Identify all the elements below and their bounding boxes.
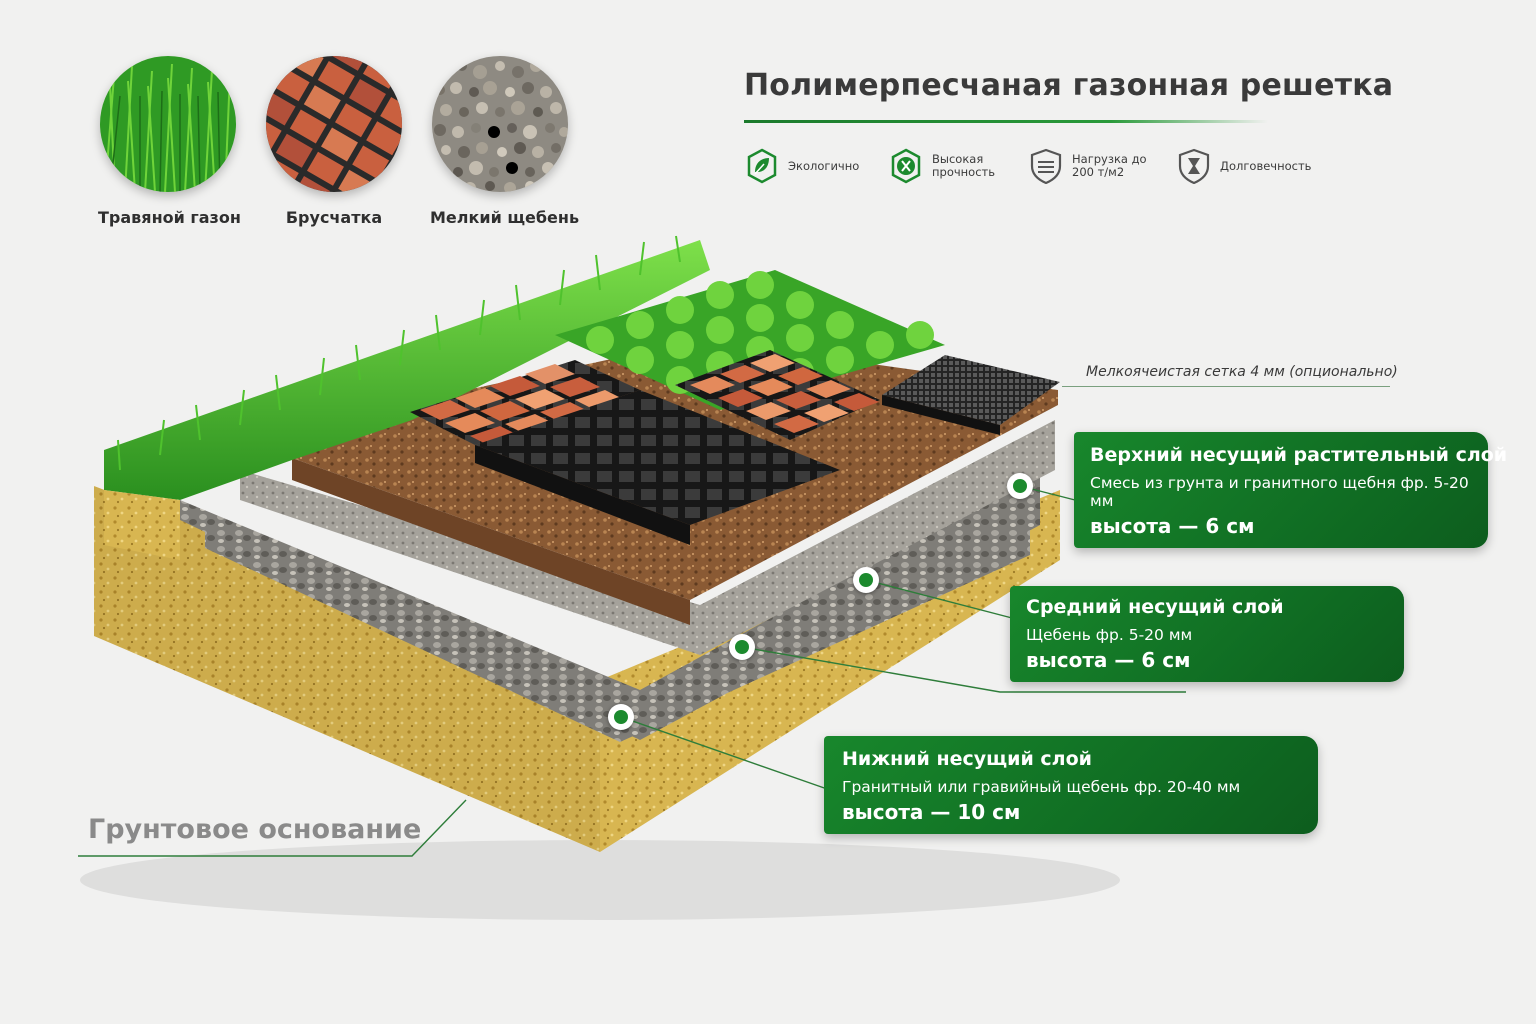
page-title: Полимерпесчаная газонная решетка	[744, 68, 1394, 103]
material-grass: Травяной газон	[98, 56, 241, 227]
feature-label: Долговечность	[1220, 158, 1312, 173]
material-label: Мелкий щебень	[430, 208, 580, 227]
layer-marker-top	[1007, 473, 1033, 499]
paving-bricks-left	[420, 364, 625, 446]
mesh-note: Мелкоячеистая сетка 4 мм (опционально)	[1086, 364, 1398, 380]
callout-connectors	[78, 485, 1186, 857]
leaf-icon	[747, 148, 777, 184]
feature-label: Нагрузка до 200 т/м2	[1072, 152, 1147, 179]
paving-texture-image	[266, 56, 402, 192]
paving-bricks-right	[690, 354, 879, 433]
feature-eco: Экологично	[744, 148, 866, 184]
layer-marker-middle-2	[729, 634, 755, 660]
durability-icon	[1178, 148, 1210, 184]
polymer-grid-cells	[475, 390, 840, 525]
feature-durability: Долговечность	[1176, 148, 1320, 184]
grass-blades	[117, 235, 681, 471]
callout-title: Средний несущий слой	[1026, 596, 1284, 618]
callout-description: Гранитный или гравийный щебень фр. 20-40…	[842, 778, 1241, 796]
soil-base-label: Грунтовое основание	[88, 814, 422, 845]
diagram-shadow	[80, 840, 1120, 920]
grass-tuft-cells	[555, 270, 945, 410]
load-shield-icon	[1030, 148, 1062, 184]
callout-title: Нижний несущий слой	[842, 748, 1092, 770]
mesh-note-underline	[1062, 386, 1390, 387]
callout-description: Смесь из грунта и гранитного щебня фр. 5…	[1090, 474, 1469, 510]
callout-middle-layer: Средний несущий слой Щебень фр. 5-20 мм …	[1010, 586, 1404, 682]
lower-gravel-top	[180, 470, 1040, 740]
material-label: Брусчатка	[285, 208, 383, 227]
material-paving: Брусчатка	[264, 56, 404, 227]
feature-label: Высокая прочность	[932, 152, 996, 179]
feature-label: Экологично	[788, 158, 860, 173]
callout-height: высота — 6 см	[1026, 648, 1191, 672]
material-label: Травяной газон	[98, 208, 241, 227]
fine-mesh	[882, 355, 1060, 425]
layer-marker-bottom	[608, 704, 634, 730]
title-underline	[744, 120, 1268, 123]
grass-texture-image	[100, 56, 236, 192]
feature-strength: Высокая прочность	[888, 148, 1010, 184]
callout-description: Щебень фр. 5-20 мм	[1026, 626, 1193, 644]
grass-strip	[104, 240, 710, 500]
callout-bottom-layer: Нижний несущий слой Гранитный или гравий…	[824, 736, 1318, 834]
callout-title: Верхний несущий растительный слой	[1090, 444, 1508, 466]
feature-load: Нагрузка до 200 т/м2	[1028, 148, 1150, 184]
material-gravel: Мелкий щебень	[430, 56, 580, 227]
callout-top-layer: Верхний несущий растительный слой Смесь …	[1074, 432, 1508, 548]
callout-height: высота — 6 см	[1090, 514, 1255, 538]
callout-height: высота — 10 см	[842, 800, 1021, 824]
strength-icon	[891, 148, 921, 184]
layer-marker-middle	[853, 567, 879, 593]
